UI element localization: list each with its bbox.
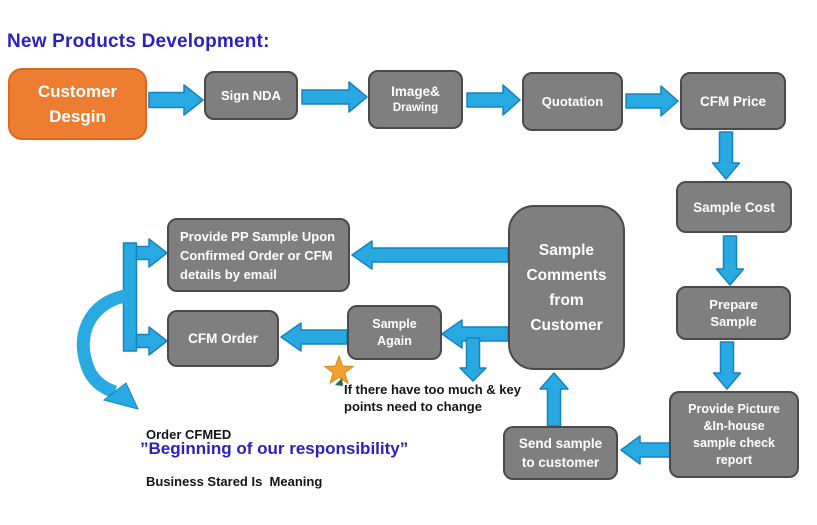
curved-arrow-body bbox=[76, 288, 133, 399]
bracket-arm-to-providepp bbox=[135, 238, 168, 268]
node-label: to customer bbox=[521, 455, 600, 470]
node-label: &In-house bbox=[703, 418, 765, 433]
arrow-signnda-to-image bbox=[301, 81, 368, 113]
node-sample-cost: Sample Cost bbox=[676, 181, 792, 233]
node-label: from bbox=[549, 291, 584, 309]
node-label: Prepare bbox=[709, 297, 758, 312]
node-prepare-sample: Prepare Sample bbox=[676, 286, 791, 340]
node-send-sample: Send sample to customer bbox=[503, 426, 618, 480]
change-note-line: points need to change bbox=[344, 399, 482, 414]
node-label: Sample bbox=[710, 314, 757, 329]
arrow-sendsample-to-samplecomments bbox=[539, 372, 569, 427]
node-label: Provide Picture bbox=[688, 401, 780, 416]
arrow-samplecost-to-preparesample bbox=[715, 235, 745, 286]
order-note: Order CFMED Business Stared Is Meaning bbox=[146, 396, 322, 520]
node-label: CFM Price bbox=[699, 93, 767, 109]
node-label: Customer bbox=[37, 82, 118, 101]
arrow-samplecomments-to-sampleagain bbox=[441, 319, 509, 349]
arrow-image-to-quotation bbox=[466, 84, 521, 116]
arrow-branch-to-change-note bbox=[459, 337, 487, 382]
node-label: sample check bbox=[693, 435, 775, 450]
order-note-line: Business Stared Is Meaning bbox=[146, 473, 323, 489]
node-sample-comments: Sample Comments from Customer bbox=[508, 205, 625, 370]
bracket-arm-to-cfmorder bbox=[135, 326, 168, 356]
node-label: Send sample bbox=[518, 436, 603, 451]
arrow-cfmprice-to-samplecost bbox=[711, 131, 741, 180]
node-label: Sign NDA bbox=[221, 88, 281, 103]
node-label: Comments bbox=[526, 266, 607, 284]
node-customer-design: Customer Desgin bbox=[8, 68, 147, 140]
node-cfm-price: CFM Price bbox=[680, 72, 786, 130]
node-quotation: Quotation bbox=[522, 72, 623, 131]
node-label: Confirmed Order or CFM bbox=[180, 247, 333, 263]
star-icon bbox=[323, 354, 355, 385]
change-note: If there have too much & key points need… bbox=[344, 381, 521, 415]
node-sign-nda: Sign NDA bbox=[204, 71, 298, 120]
node-label: Drawing bbox=[392, 101, 439, 114]
green-corner-mark bbox=[335, 378, 343, 386]
node-label: report bbox=[715, 452, 753, 467]
node-image-drawing: Image& Drawing bbox=[368, 70, 463, 129]
node-sample-again: Sample Again bbox=[347, 305, 442, 360]
node-label: Provide PP Sample Upon bbox=[180, 228, 336, 244]
arrow-quotation-to-cfmprice bbox=[625, 85, 679, 117]
node-label: Quotation bbox=[541, 94, 604, 109]
node-label: details by email bbox=[180, 266, 277, 282]
node-provide-picture-report: Provide Picture &In-house sample check r… bbox=[669, 391, 799, 478]
responsibility-quote: ”Beginning of our responsibility” bbox=[140, 439, 409, 458]
node-label: CFM Order bbox=[188, 331, 258, 346]
curved-arrow-head bbox=[102, 382, 139, 410]
bracket-connector bbox=[122, 238, 168, 356]
node-cfm-order: CFM Order bbox=[167, 310, 279, 367]
page-title: New Products Development: bbox=[7, 31, 270, 52]
node-label: Again bbox=[377, 333, 412, 348]
node-label: Desgin bbox=[49, 107, 106, 126]
arrow-customer-to-signnda bbox=[148, 84, 204, 116]
node-label: Sample bbox=[372, 316, 417, 331]
arrow-preparesample-to-providepicture bbox=[712, 341, 742, 390]
arrow-samplecomments-to-providepp bbox=[351, 240, 509, 270]
node-label: Image& bbox=[391, 83, 440, 99]
change-note-line: If there have too much & key bbox=[344, 382, 521, 397]
arrow-sampleagain-to-cfmorder bbox=[280, 322, 348, 352]
curved-arrow-to-order-note bbox=[76, 288, 139, 410]
node-label: Sample bbox=[538, 241, 595, 259]
node-label: Sample Cost bbox=[693, 199, 775, 215]
arrow-providepicture-to-sendsample bbox=[620, 435, 671, 465]
order-note-line: Order CFMED bbox=[146, 427, 232, 442]
node-label: Customer bbox=[530, 316, 603, 334]
node-provide-pp-sample: Provide PP Sample Upon Confirmed Order o… bbox=[167, 218, 350, 292]
